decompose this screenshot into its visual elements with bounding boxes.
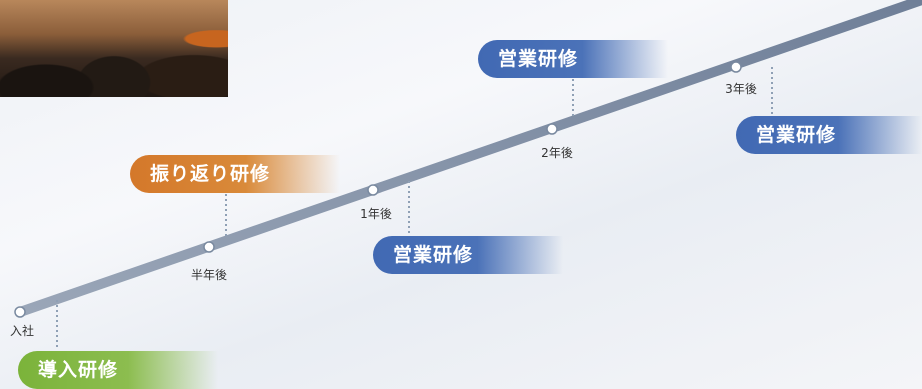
milestone-dot bbox=[14, 306, 26, 318]
seminar-photo bbox=[0, 0, 228, 97]
milestone-label: 半年後 bbox=[190, 268, 228, 282]
training-badge: 導入研修 bbox=[18, 351, 218, 389]
milestone-label: 1年後 bbox=[360, 207, 392, 221]
milestone-dot bbox=[730, 61, 742, 73]
milestone-dot bbox=[367, 184, 379, 196]
milestone-dot bbox=[546, 123, 558, 135]
milestone-dot bbox=[203, 241, 215, 253]
timeline-line bbox=[15, 0, 922, 317]
training-badge: 営業研修 bbox=[736, 116, 922, 154]
milestone-label: 2年後 bbox=[541, 146, 573, 160]
milestone-label: 3年後 bbox=[725, 82, 757, 96]
milestone-label: 入社 bbox=[9, 324, 35, 338]
training-badge: 振り返り研修 bbox=[130, 155, 340, 193]
training-badge: 営業研修 bbox=[373, 236, 563, 274]
training-badge: 営業研修 bbox=[478, 40, 668, 78]
